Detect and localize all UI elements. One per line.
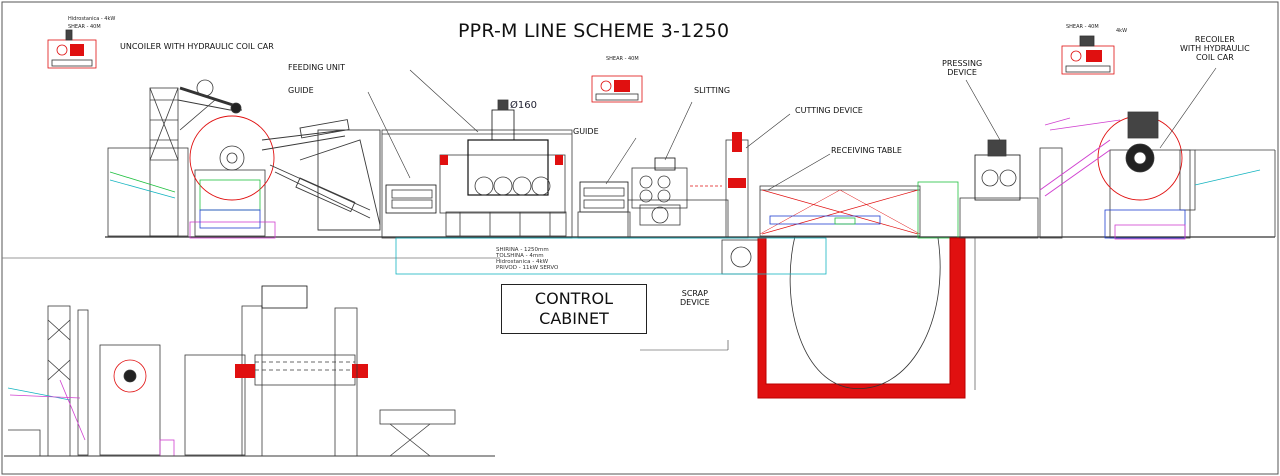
peeler-arms <box>261 119 381 231</box>
label-guide-1: GUIDE <box>288 86 314 95</box>
cyan-guide-box <box>395 237 827 275</box>
guide2-leader <box>605 137 637 185</box>
feeding-unit <box>381 99 573 239</box>
drawing-title: PPR-M LINE SCHEME 3-1250 <box>458 20 730 42</box>
label-recoiler: RECOILER WITH HYDRAULIC COIL CAR <box>1180 35 1250 62</box>
control-cabinet-label: CONTROL CABINET <box>534 289 614 328</box>
label-receiving-table: RECEIVING TABLE <box>831 146 902 155</box>
receiving-table <box>759 181 959 239</box>
label-slitting: SLITTING <box>694 86 731 95</box>
tag-left-top-2: SHEAR - 40M <box>68 24 101 30</box>
label-scrap-device: SCRAP DEVICE <box>680 289 710 307</box>
scrap-pit <box>640 235 976 399</box>
slitting-leader <box>664 101 693 161</box>
cutting-leader <box>745 113 791 149</box>
control-cabinet-box: CONTROL CABINET <box>501 284 647 334</box>
tag-right-top-2: 4kW <box>1116 28 1128 34</box>
unit-icon-left <box>47 29 97 69</box>
label-uncoiler: UNCOILER WITH HYDRAULIC COIL CAR <box>120 42 274 51</box>
label-feeding-unit: FEEDING UNIT <box>288 63 346 72</box>
guide-unit-2 <box>577 181 631 239</box>
feeder-leader <box>409 69 479 133</box>
tag-right-top-1: SHEAR - 40M <box>1066 24 1099 30</box>
spec-notes: SHIRINA - 1250mm TOLSHINA - 4mm Hidrosta… <box>496 247 559 271</box>
unit-icon-mid <box>591 75 643 103</box>
dimension-label: Ø160 <box>510 100 537 111</box>
recoiler-leader <box>1159 67 1217 149</box>
tag-mid-top: SHEAR - 40M <box>606 56 639 62</box>
receiving-leader <box>767 153 831 191</box>
uncoiler-machine <box>107 79 276 239</box>
label-guide-2: GUIDE <box>573 127 599 136</box>
label-pressing-device: PRESSING DEVICE <box>942 59 983 77</box>
feeder-guide-leader <box>367 91 411 179</box>
pressing-leader <box>965 79 1001 141</box>
label-cutting-device: CUTTING DEVICE <box>795 106 863 115</box>
slitting-machine <box>627 157 729 239</box>
pressing-device <box>959 139 1039 239</box>
unit-icon-right <box>1061 35 1115 75</box>
side-view-assembly <box>4 285 495 457</box>
tag-left-top-1: Hidrostanica - 4kW <box>68 16 116 22</box>
recoiler-machine <box>1039 111 1276 240</box>
